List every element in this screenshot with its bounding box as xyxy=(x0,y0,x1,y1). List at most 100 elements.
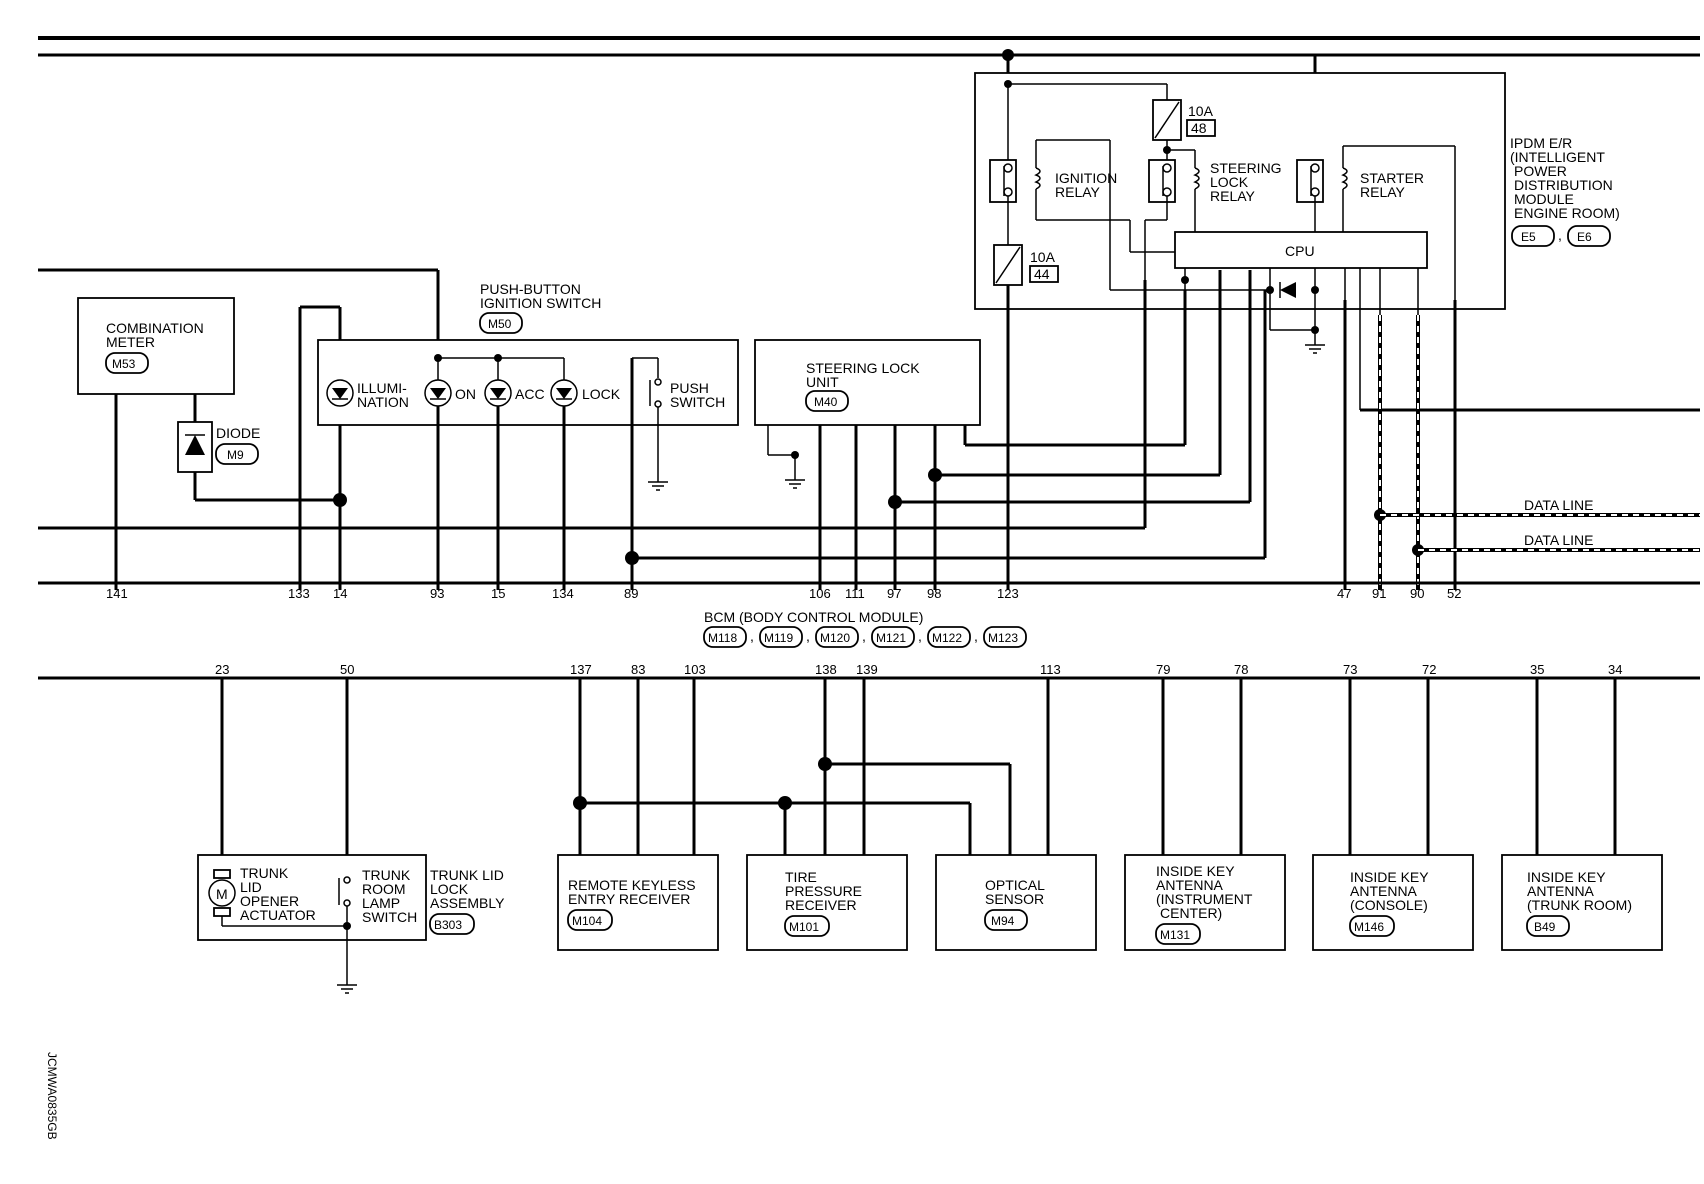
pin-93: 93 xyxy=(430,586,444,601)
bcm-bottom-pins: 23 50 137 83 103 138 139 113 79 78 73 72… xyxy=(215,662,1622,677)
pin-141: 141 xyxy=(106,586,128,601)
diode-m9: DIODE M9 xyxy=(177,394,347,507)
pin-35: 35 xyxy=(1530,662,1544,677)
pin-47: 47 xyxy=(1337,586,1351,601)
motor-label: M xyxy=(216,886,228,902)
pin-72: 72 xyxy=(1422,662,1436,677)
lamp-switch-label-1: TRUNK xyxy=(362,867,411,883)
combination-meter: COMBINATION METER M53 xyxy=(77,297,235,590)
starter-relay-label-1: STARTER xyxy=(1360,170,1424,186)
steering-lock-unit-label-1: STEERING LOCK xyxy=(806,360,920,376)
optical-label-2: SENSOR xyxy=(985,891,1044,907)
pin-89: 89 xyxy=(624,586,638,601)
ant-trunk-label-3: (TRUNK ROOM) xyxy=(1527,897,1632,913)
svg-text:,: , xyxy=(750,628,754,644)
pin-52: 52 xyxy=(1447,586,1461,601)
pin-14: 14 xyxy=(333,586,347,601)
data-line-label-1: DATA LINE xyxy=(1524,497,1594,513)
diode-connector: M9 xyxy=(227,448,244,462)
pin-90: 90 xyxy=(1410,586,1424,601)
push-button-title-2: IGNITION SWITCH xyxy=(480,295,601,311)
pin-83: 83 xyxy=(631,662,645,677)
fuse-48-rating: 10A xyxy=(1188,103,1214,119)
pin-15: 15 xyxy=(491,586,505,601)
bcm-title: BCM (BODY CONTROL MODULE) xyxy=(704,609,923,625)
starter-relay-label-2: RELAY xyxy=(1360,184,1406,200)
pin-123: 123 xyxy=(997,586,1019,601)
ignition-relay-label-1: IGNITION xyxy=(1055,170,1117,186)
bcm-connector-m119: M119 xyxy=(764,631,793,645)
push-button-connector: M50 xyxy=(488,317,512,331)
ant-trunk-label-2: ANTENNA xyxy=(1527,883,1595,899)
steering-lock-unit: STEERING LOCK UNIT M40 xyxy=(754,339,981,590)
ant-inst-label-1: INSIDE KEY xyxy=(1156,863,1235,879)
lamp-switch-label-2: ROOM xyxy=(362,881,406,897)
lock-label: LOCK xyxy=(582,386,621,402)
tpms-label-3: RECEIVER xyxy=(785,897,857,913)
bcm-connector-m121: M121 xyxy=(876,631,906,645)
acc-label: ACC xyxy=(515,386,545,402)
figure-code: JCMWA0835GB xyxy=(45,1052,59,1140)
cpu-label: CPU xyxy=(1285,243,1315,259)
lamp-switch-label-3: LAMP xyxy=(362,895,400,911)
svg-text:,: , xyxy=(806,628,810,644)
push-button-title-1: PUSH-BUTTON xyxy=(480,281,581,297)
combination-meter-connector: M53 xyxy=(112,357,136,371)
pin-103: 103 xyxy=(684,662,706,677)
fuse-44: 10A 44 xyxy=(993,244,1059,590)
steering-lock-relay-label-3: RELAY xyxy=(1210,188,1256,204)
ipdm-connector-e6: E6 xyxy=(1577,230,1592,244)
optical-label-1: OPTICAL xyxy=(985,877,1045,893)
steering-lock-unit-connector: M40 xyxy=(814,395,838,409)
bcm-connector-m122: M122 xyxy=(932,631,962,645)
illumination-label-2: NATION xyxy=(357,394,409,410)
svg-text:,: , xyxy=(1558,227,1562,243)
push-button-ignition-switch: PUSH-BUTTON IGNITION SWITCH M50 ILLUMI- … xyxy=(38,268,739,590)
ipdm-wires: DATA LINE DATA LINE xyxy=(38,270,1700,590)
pin-138: 138 xyxy=(815,662,837,677)
fuse-44-rating: 10A xyxy=(1030,249,1056,265)
ant-trunk-label-1: INSIDE KEY xyxy=(1527,869,1606,885)
bcm-top-pins: 141 133 14 93 15 134 89 106 111 97 98 12… xyxy=(106,586,1461,601)
tpms-label-1: TIRE xyxy=(785,869,817,885)
inside-key-antenna-trunk-room: INSIDE KEY ANTENNA (TRUNK ROOM) B49 xyxy=(1501,854,1663,951)
opener-label-2: LID xyxy=(240,879,262,895)
push-switch-label-1: PUSH xyxy=(670,380,709,396)
fuse-48: 10A 48 xyxy=(1152,99,1216,165)
assembly-label-2: LOCK xyxy=(430,881,469,897)
illumination-label-1: ILLUMI- xyxy=(357,380,407,396)
combination-meter-label-1: COMBINATION xyxy=(106,320,204,336)
trunk-lid-lock-assembly: M TRUNK LID OPENER ACTUATOR TRUNK ROOM L… xyxy=(197,854,505,994)
pin-134: 134 xyxy=(552,586,574,601)
pin-91: 91 xyxy=(1372,586,1386,601)
rke-label-1: REMOTE KEYLESS xyxy=(568,877,696,893)
pin-139: 139 xyxy=(856,662,878,677)
optical-sensor: OPTICAL SENSOR M94 xyxy=(935,854,1097,951)
remote-keyless-entry-receiver: REMOTE KEYLESS ENTRY RECEIVER M104 xyxy=(557,854,719,951)
bcm-connectors: M118 , M119 , M120 , M121 , M122 , M123 xyxy=(703,626,1027,648)
ant-inst-label-2: ANTENNA xyxy=(1156,877,1224,893)
tpms-connector: M101 xyxy=(789,920,819,934)
pin-106: 106 xyxy=(809,586,831,601)
on-indicator-icon xyxy=(424,379,452,407)
trunk-lid-connector: B303 xyxy=(434,918,462,932)
bottom-wires xyxy=(220,678,1617,870)
pin-79: 79 xyxy=(1156,662,1170,677)
ipdm-title-1: IPDM E/R xyxy=(1510,135,1572,151)
pin-78: 78 xyxy=(1234,662,1248,677)
combination-meter-label-2: METER xyxy=(106,334,155,350)
optical-connector: M94 xyxy=(991,914,1015,928)
inside-key-antenna-instrument: INSIDE KEY ANTENNA (INSTRUMENT CENTER) M… xyxy=(1124,854,1286,951)
ant-console-label-1: INSIDE KEY xyxy=(1350,869,1429,885)
ant-inst-label-3: (INSTRUMENT xyxy=(1156,891,1253,907)
lamp-switch-icon xyxy=(337,876,357,994)
ipdm-title: IPDM E/R (INTELLIGENT POWER DISTRIBUTION… xyxy=(1510,135,1620,247)
opener-label-4: ACTUATOR xyxy=(240,907,316,923)
ipdm-connector-e5: E5 xyxy=(1521,230,1536,244)
lamp-switch-label-4: SWITCH xyxy=(362,909,417,925)
ant-console-label-3: (CONSOLE) xyxy=(1350,897,1428,913)
svg-text:,: , xyxy=(974,628,978,644)
acc-indicator-icon xyxy=(484,379,512,407)
ipdm-er-module: 10A 48 IGNITION RELAY xyxy=(974,72,1620,590)
